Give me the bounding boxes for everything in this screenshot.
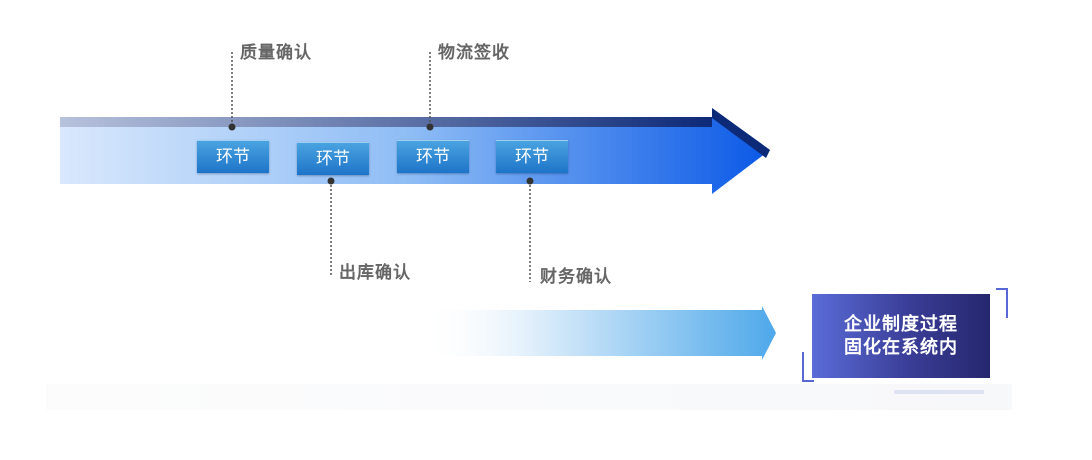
callout-finance-confirm: 财务确认 — [540, 267, 612, 287]
arrow-head-rim — [712, 108, 770, 158]
dot-marker-icon — [426, 123, 434, 131]
lower-arrow — [420, 306, 776, 360]
result-corner-top-right — [996, 288, 1008, 318]
result-line-2: 固化在系统内 — [844, 337, 958, 358]
dot-marker-icon — [228, 123, 236, 131]
step-box-3: 环节 — [397, 140, 469, 173]
result-line-1: 企业制度过程 — [844, 314, 958, 335]
step-box-4: 环节 — [496, 140, 568, 173]
dot-marker-icon — [526, 177, 534, 185]
footer-bar — [894, 390, 984, 394]
callout-logistics-signoff: 物流签收 — [438, 43, 510, 63]
step-box-2: 环节 — [297, 142, 369, 175]
footer-strip — [46, 384, 1012, 410]
step-box-1: 环节 — [197, 140, 269, 173]
callout-quality-confirm: 质量确认 — [240, 43, 312, 63]
dot-marker-icon — [327, 177, 335, 185]
result-corner-bottom-left — [802, 352, 814, 382]
callout-outbound-confirm: 出库确认 — [339, 263, 411, 283]
arrow-top-band — [60, 117, 712, 127]
result-box: 企业制度过程 固化在系统内 — [812, 294, 990, 378]
